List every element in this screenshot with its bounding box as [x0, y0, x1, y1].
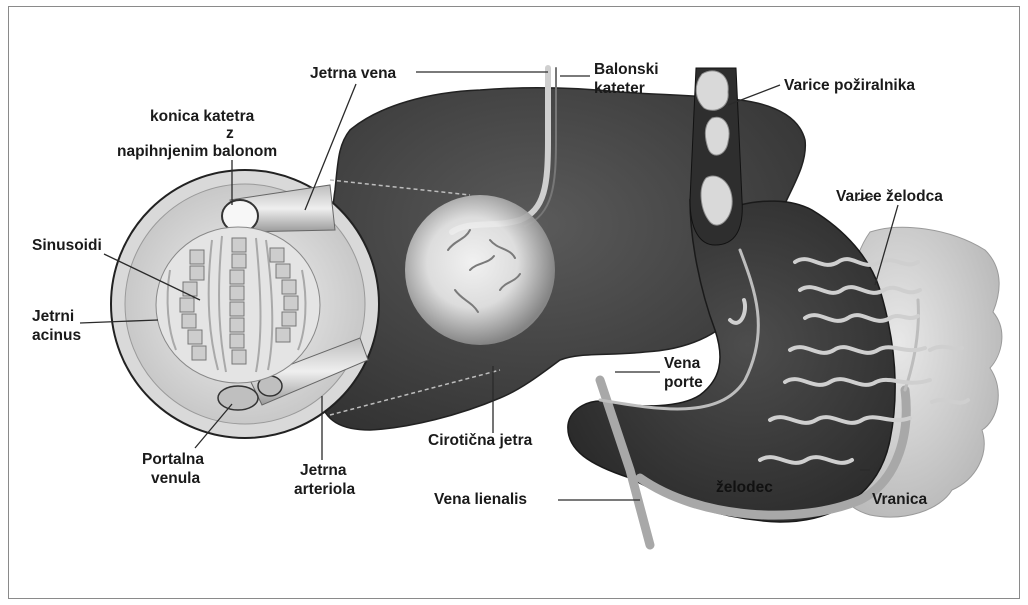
label-konica-3: napihnjenim balonom — [117, 143, 277, 160]
label-konica-2: z — [226, 125, 234, 142]
magnified-acinus — [111, 170, 379, 438]
label-sinusoidi: Sinusoidi — [32, 237, 102, 254]
label-jetrna-vena: Jetrna vena — [310, 65, 397, 82]
label-portalna-1: Portalna — [142, 451, 204, 468]
label-jetrni-1: Jetrni — [32, 308, 74, 325]
label-zelodec: želodec — [716, 479, 773, 496]
label-vranica: Vranica — [872, 491, 928, 508]
label-varice-poziralnika: Varice požiralnika — [784, 77, 915, 94]
label-vena-porte-1: Vena — [664, 355, 701, 372]
label-jetrni-2: acinus — [32, 327, 81, 344]
liver-focus-circle — [405, 195, 555, 345]
label-jetrna-art-1: Jetrna — [300, 462, 347, 479]
label-balonski-1: Balonski — [594, 61, 659, 78]
label-varice-zelodca: Varice želodca — [836, 188, 943, 205]
label-konica-1: konica katetra — [150, 108, 255, 125]
label-jetrna-art-2: arteriola — [294, 481, 356, 498]
label-cirotricna-jetra: Cirotična jetra — [428, 432, 533, 449]
label-vena-lienalis: Vena lienalis — [434, 491, 527, 508]
label-balonski-2: kateter — [594, 80, 645, 97]
label-portalna-2: venula — [151, 470, 200, 487]
label-vena-porte-2: porte — [664, 374, 703, 391]
